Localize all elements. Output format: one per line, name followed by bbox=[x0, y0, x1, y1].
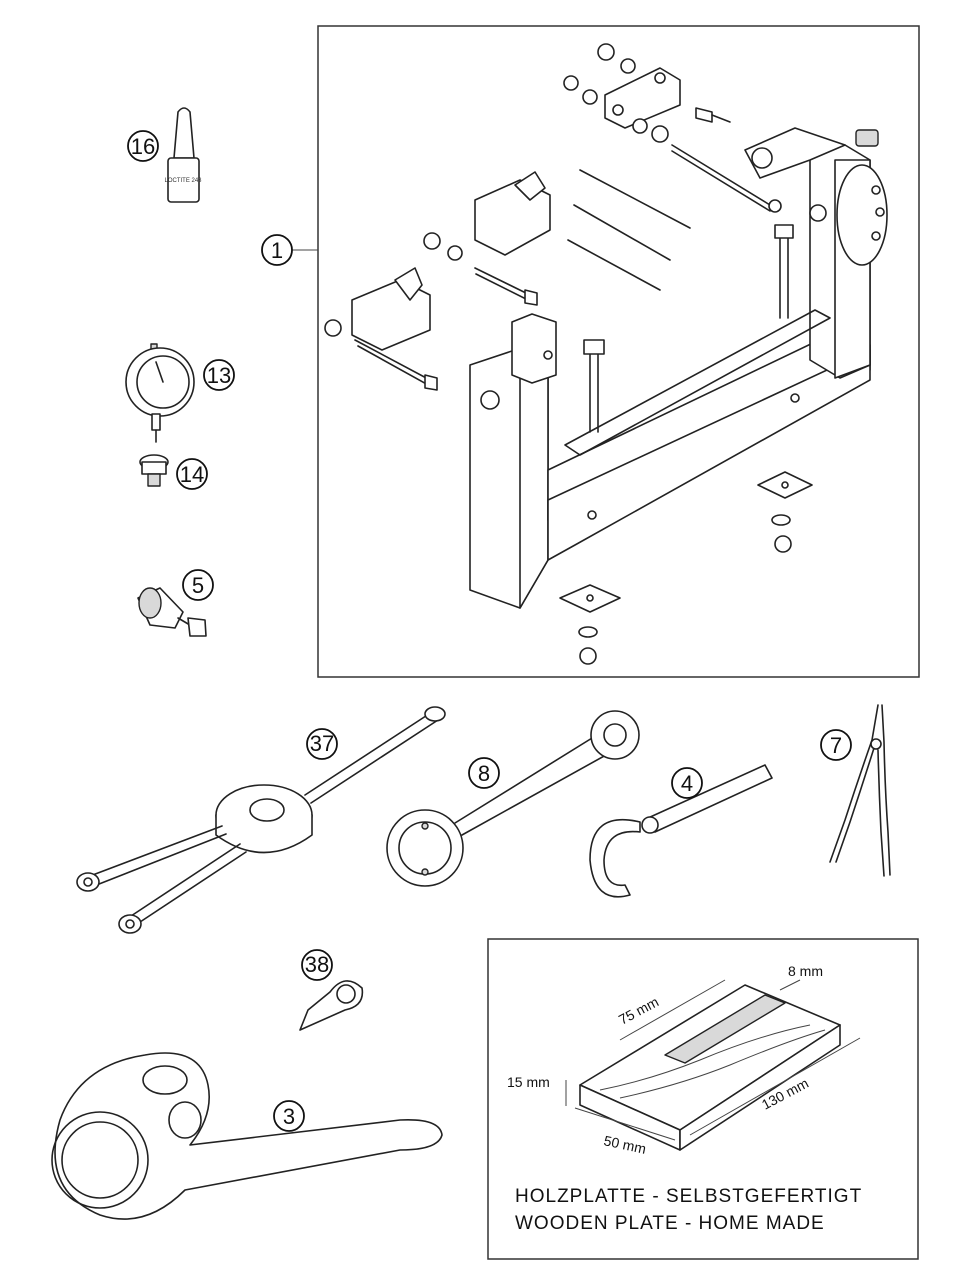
stand-feet bbox=[559, 471, 813, 665]
callout-37: 37 bbox=[306, 728, 338, 760]
svg-text:1: 1 bbox=[271, 238, 283, 263]
dim-8mm: 8 mm bbox=[788, 963, 823, 979]
svg-text:4: 4 bbox=[681, 771, 693, 796]
hook-spanner bbox=[589, 764, 773, 898]
callout-1: 1 bbox=[261, 234, 293, 266]
callout-3: 3 bbox=[273, 1100, 305, 1132]
caption-english: WOODEN PLATE - HOME MADE bbox=[515, 1213, 825, 1234]
stand-nuts-washers bbox=[324, 43, 827, 337]
circlip-pliers bbox=[829, 704, 891, 877]
loctite-label: LOCTITE 243 bbox=[164, 178, 202, 184]
stand-flange bbox=[744, 127, 888, 266]
clutch-holder bbox=[51, 1052, 443, 1220]
svg-text:13: 13 bbox=[207, 363, 231, 388]
svg-text:37: 37 bbox=[310, 731, 334, 756]
svg-text:7: 7 bbox=[830, 733, 842, 758]
callout-38: 38 bbox=[301, 949, 333, 981]
locking-tab bbox=[299, 980, 364, 1031]
wooden-plate-group bbox=[487, 938, 919, 1260]
stand-bracket-top bbox=[604, 67, 681, 129]
stand-bracket-left bbox=[351, 267, 431, 351]
dim-15mm: 15 mm bbox=[507, 1074, 550, 1090]
loctite-tube: LOCTITE 243 bbox=[164, 107, 202, 203]
svg-text:38: 38 bbox=[305, 952, 329, 977]
gauge-adapter bbox=[139, 454, 169, 487]
dim-50mm: 50 mm bbox=[602, 1132, 647, 1157]
dial-gauge bbox=[125, 343, 195, 443]
engine-stand-group bbox=[292, 25, 920, 678]
callout-7: 7 bbox=[820, 729, 852, 761]
callout-14: 14 bbox=[176, 458, 208, 490]
svg-text:16: 16 bbox=[131, 134, 155, 159]
wooden-plate-box bbox=[487, 938, 919, 1260]
callout-16: 16 bbox=[127, 130, 159, 162]
svg-text:3: 3 bbox=[283, 1104, 295, 1129]
puller-tool bbox=[76, 706, 446, 934]
svg-text:5: 5 bbox=[192, 573, 204, 598]
extractor-tool bbox=[137, 587, 207, 637]
engine-stand-frame-box bbox=[317, 25, 920, 678]
callout-4: 4 bbox=[671, 767, 703, 799]
callouts: 1 16 13 14 5 37 8 4 bbox=[127, 130, 852, 1132]
stand-bracket-middle bbox=[474, 171, 551, 256]
svg-text:8: 8 bbox=[478, 761, 490, 786]
stand-bolts bbox=[354, 107, 794, 433]
callout-13: 13 bbox=[203, 359, 235, 391]
caption-german: HOLZPLATTE - SELBSTGEFERTIGT bbox=[515, 1186, 863, 1207]
callout-5: 5 bbox=[182, 569, 214, 601]
stand-upright bbox=[511, 313, 557, 384]
callout-8: 8 bbox=[468, 757, 500, 789]
holding-spanner bbox=[386, 710, 640, 887]
svg-text:14: 14 bbox=[180, 462, 204, 487]
dim-75mm: 75 mm bbox=[616, 993, 661, 1027]
